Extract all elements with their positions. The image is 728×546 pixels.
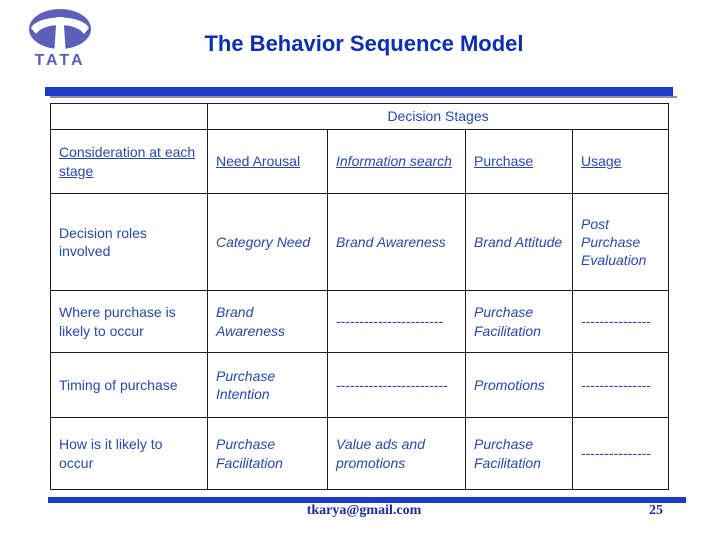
table-cell: Brand Attitude	[465, 193, 573, 291]
table-cell: Brand Awareness	[327, 193, 466, 291]
table-cell: ------------------------	[327, 352, 466, 418]
stage-header-cell: Usage	[571, 129, 670, 194]
table-cell: Post Purchase Evaluation	[571, 193, 670, 291]
corner-cell	[50, 103, 208, 130]
tata-logo: TATA	[18, 6, 102, 70]
table-cell: Value ads and promotions	[327, 417, 466, 490]
top-divider-shadow	[50, 96, 677, 98]
row-label-cell: Decision roles involved	[50, 193, 208, 291]
table-cell: ---------------	[571, 352, 670, 418]
row-label-cell: Where purchase is likely to occur	[50, 290, 208, 353]
slide-title: The Behavior Sequence Model	[204, 31, 524, 56]
table-cell: Purchase Facilitation	[207, 417, 328, 490]
stage-header-cell: Purchase	[465, 129, 573, 194]
row-label-header-cell: Consideration at each stage	[50, 129, 208, 194]
table-cell: Brand Awareness	[207, 290, 328, 353]
table-cell: Purchase Intention	[207, 352, 328, 418]
table-row: Decision Stages	[50, 103, 670, 130]
row-label-cell: How is it likely to occur	[50, 417, 208, 490]
stage-header-cell: Need Arousal	[207, 129, 328, 194]
table-cell: -----------------------	[327, 290, 466, 353]
table-cell: ---------------	[571, 290, 670, 353]
top-divider-bar	[45, 87, 673, 96]
tata-wordmark: TATA	[34, 52, 86, 69]
group-header-cell: Decision Stages	[206, 103, 670, 130]
footer-email: tkarya@gmail.com	[306, 503, 422, 518]
table-cell: Purchase Facilitation	[465, 417, 573, 490]
table-cell: ---------------	[571, 417, 670, 490]
table-cell: Category Need	[207, 193, 328, 291]
tata-oval-icon	[29, 9, 91, 49]
bottom-divider-bar	[48, 497, 686, 503]
table-cell: Promotions	[465, 352, 573, 418]
table-cell: Purchase Facilitation	[465, 290, 573, 353]
footer-page-number: 25	[649, 503, 663, 518]
stage-header-cell: Information search	[327, 129, 466, 194]
row-label-cell: Timing of purchase	[50, 352, 208, 418]
